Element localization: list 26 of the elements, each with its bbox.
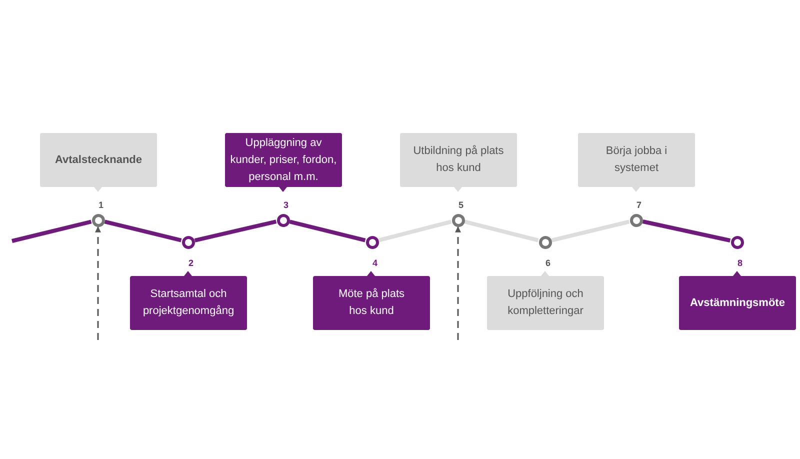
milestone-callout: Avtalstecknande xyxy=(40,133,157,187)
step-number: 5 xyxy=(457,200,464,210)
step-number: 8 xyxy=(736,258,744,268)
step-number: 3 xyxy=(282,200,290,210)
milestone-callout: Uppläggning av kunder, priser, fordon, personal m.m. xyxy=(225,133,342,187)
step-number: 6 xyxy=(544,258,552,268)
timeline-segment xyxy=(194,220,277,242)
timeline-segment xyxy=(551,220,630,242)
milestone-callout: Möte på plats hos kund xyxy=(313,276,430,330)
timeline-segment xyxy=(12,220,92,243)
milestone-callout: Avstämningsmöte xyxy=(679,276,796,330)
step-number: 1 xyxy=(97,200,104,210)
dashed-arrow xyxy=(95,226,101,340)
milestone-callout: Startsamtal och projektgenomgång xyxy=(130,276,247,330)
step-number: 2 xyxy=(187,258,194,268)
timeline-segment xyxy=(289,220,366,242)
step-number: 7 xyxy=(635,200,642,210)
milestone-callout: Börja jobba i systemet xyxy=(578,133,695,187)
timeline-segment xyxy=(464,220,539,242)
timeline-segment xyxy=(642,220,731,242)
timeline-segment xyxy=(378,220,452,242)
step-number: 4 xyxy=(371,258,378,268)
milestone-callout: Uppföljning och kompletteringar xyxy=(487,276,604,330)
dashed-arrow xyxy=(455,226,461,340)
milestone-callout: Utbildning på plats hos kund xyxy=(400,133,517,187)
timeline-segment xyxy=(104,220,182,242)
